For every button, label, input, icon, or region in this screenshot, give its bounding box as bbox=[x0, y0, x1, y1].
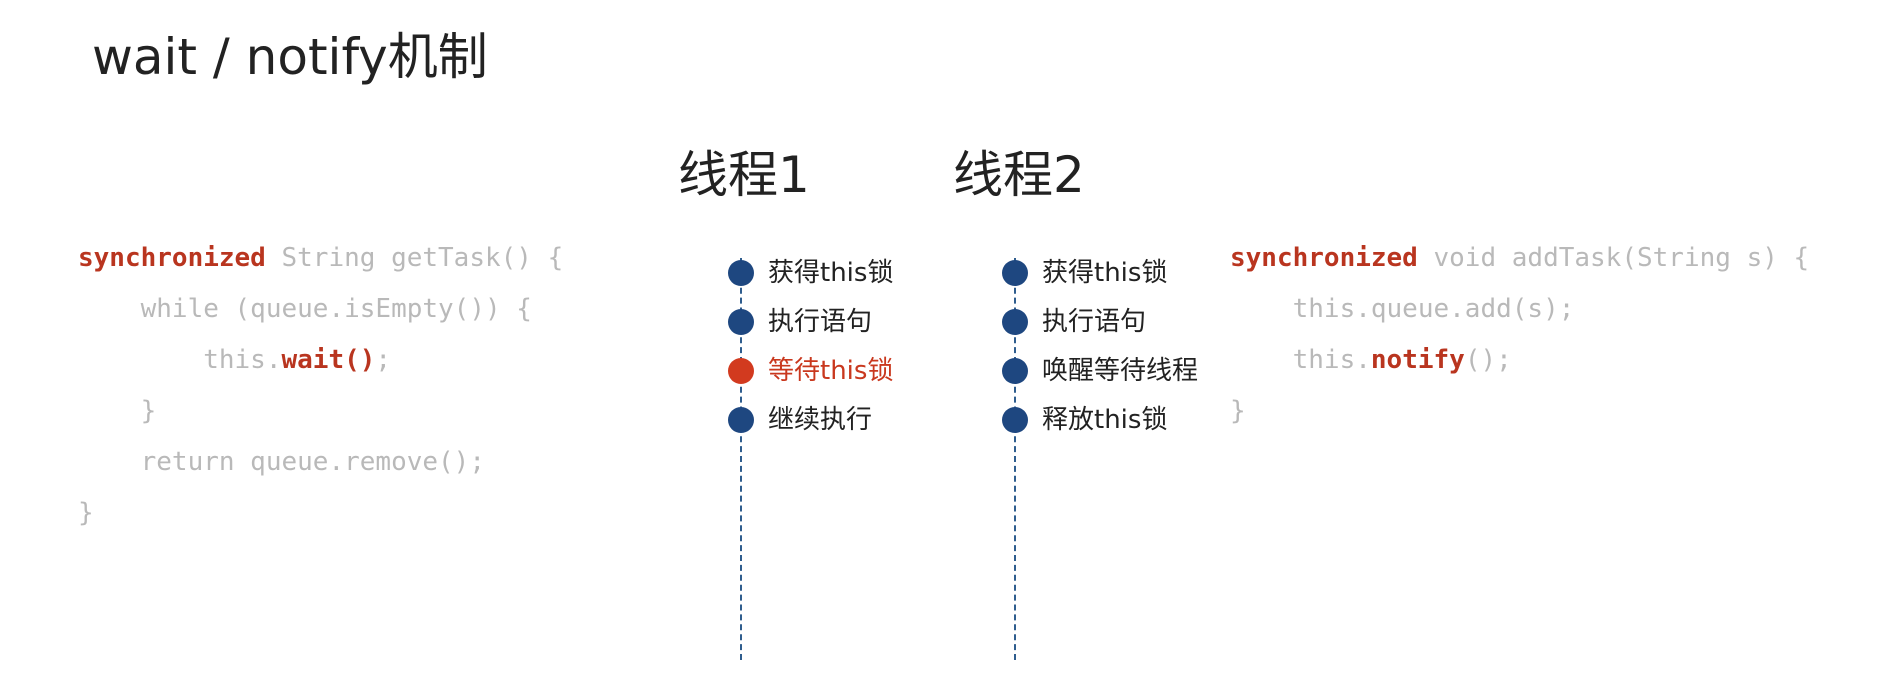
timeline-step: 执行语句 bbox=[728, 307, 872, 337]
step-label: 执行语句 bbox=[1042, 307, 1147, 337]
code-text: } bbox=[78, 396, 157, 426]
timeline-line bbox=[1014, 258, 1016, 660]
code-line: this.queue.add(s); bbox=[1230, 289, 1575, 329]
step-dot bbox=[728, 260, 754, 286]
code-line: this.wait(); bbox=[78, 340, 391, 380]
code-line: while (queue.isEmpty()) { bbox=[78, 289, 532, 329]
step-dot bbox=[728, 407, 754, 433]
thread2-timeline: 获得this锁 执行语句 唤醒等待线程 释放this锁 bbox=[1002, 258, 1262, 660]
timeline-step: 释放this锁 bbox=[1002, 405, 1167, 435]
slide-title: wait / notify机制 bbox=[92, 28, 488, 86]
timeline-step: 执行语句 bbox=[1002, 307, 1146, 337]
thread2-header: 线程2 bbox=[953, 146, 1085, 204]
step-label: 释放this锁 bbox=[1042, 405, 1168, 435]
code-block-get-task: synchronized String getTask() { while (q… bbox=[78, 0, 678, 680]
code-line: } bbox=[1230, 391, 1246, 431]
code-text: while (queue.isEmpty()) { bbox=[78, 294, 532, 324]
step-dot bbox=[1002, 407, 1028, 433]
code-text: ; bbox=[375, 345, 392, 375]
code-line: synchronized void addTask(String s) { bbox=[1230, 238, 1809, 278]
step-dot bbox=[1002, 260, 1028, 286]
code-line: } bbox=[78, 493, 94, 533]
step-label: 唤醒等待线程 bbox=[1042, 356, 1199, 386]
code-line: } bbox=[78, 391, 157, 431]
step-dot bbox=[1002, 358, 1028, 384]
step-dot bbox=[728, 309, 754, 335]
timeline-step: 继续执行 bbox=[728, 405, 872, 435]
code-text: } bbox=[78, 498, 94, 528]
step-dot bbox=[1002, 309, 1028, 335]
code-text: this.queue.add(s); bbox=[1230, 294, 1575, 324]
thread1-header: 线程1 bbox=[678, 146, 810, 204]
code-text: return queue.remove(); bbox=[78, 447, 485, 477]
code-keyword: synchronized bbox=[78, 243, 266, 273]
code-line: return queue.remove(); bbox=[78, 442, 485, 482]
code-text: } bbox=[1230, 396, 1246, 426]
code-line: this.notify(); bbox=[1230, 340, 1512, 380]
timeline-step: 获得this锁 bbox=[728, 258, 893, 288]
step-dot-waiting bbox=[728, 358, 754, 384]
timeline-step-waiting: 等待this锁 bbox=[728, 356, 893, 386]
code-line: synchronized String getTask() { bbox=[78, 238, 563, 278]
timeline-step: 唤醒等待线程 bbox=[1002, 356, 1198, 386]
code-text: this. bbox=[78, 345, 282, 375]
code-text: (); bbox=[1464, 345, 1512, 375]
step-label: 等待this锁 bbox=[768, 356, 894, 386]
code-keyword: notify bbox=[1370, 345, 1465, 375]
code-block-add-task: synchronized void addTask(String s) { th… bbox=[1230, 0, 1886, 680]
code-keyword: synchronized bbox=[1230, 243, 1418, 273]
code-text: String getTask() { bbox=[265, 243, 564, 273]
code-keyword: wait() bbox=[281, 345, 376, 375]
step-label: 执行语句 bbox=[768, 307, 873, 337]
timeline-step: 获得this锁 bbox=[1002, 258, 1167, 288]
step-label: 继续执行 bbox=[768, 405, 873, 435]
code-text: void addTask(String s) { bbox=[1417, 243, 1810, 273]
code-text: this. bbox=[1230, 345, 1371, 375]
step-label: 获得this锁 bbox=[768, 258, 894, 288]
thread1-timeline: 获得this锁 执行语句 等待this锁 继续执行 bbox=[728, 258, 988, 660]
step-label: 获得this锁 bbox=[1042, 258, 1168, 288]
timeline-line bbox=[740, 258, 742, 660]
